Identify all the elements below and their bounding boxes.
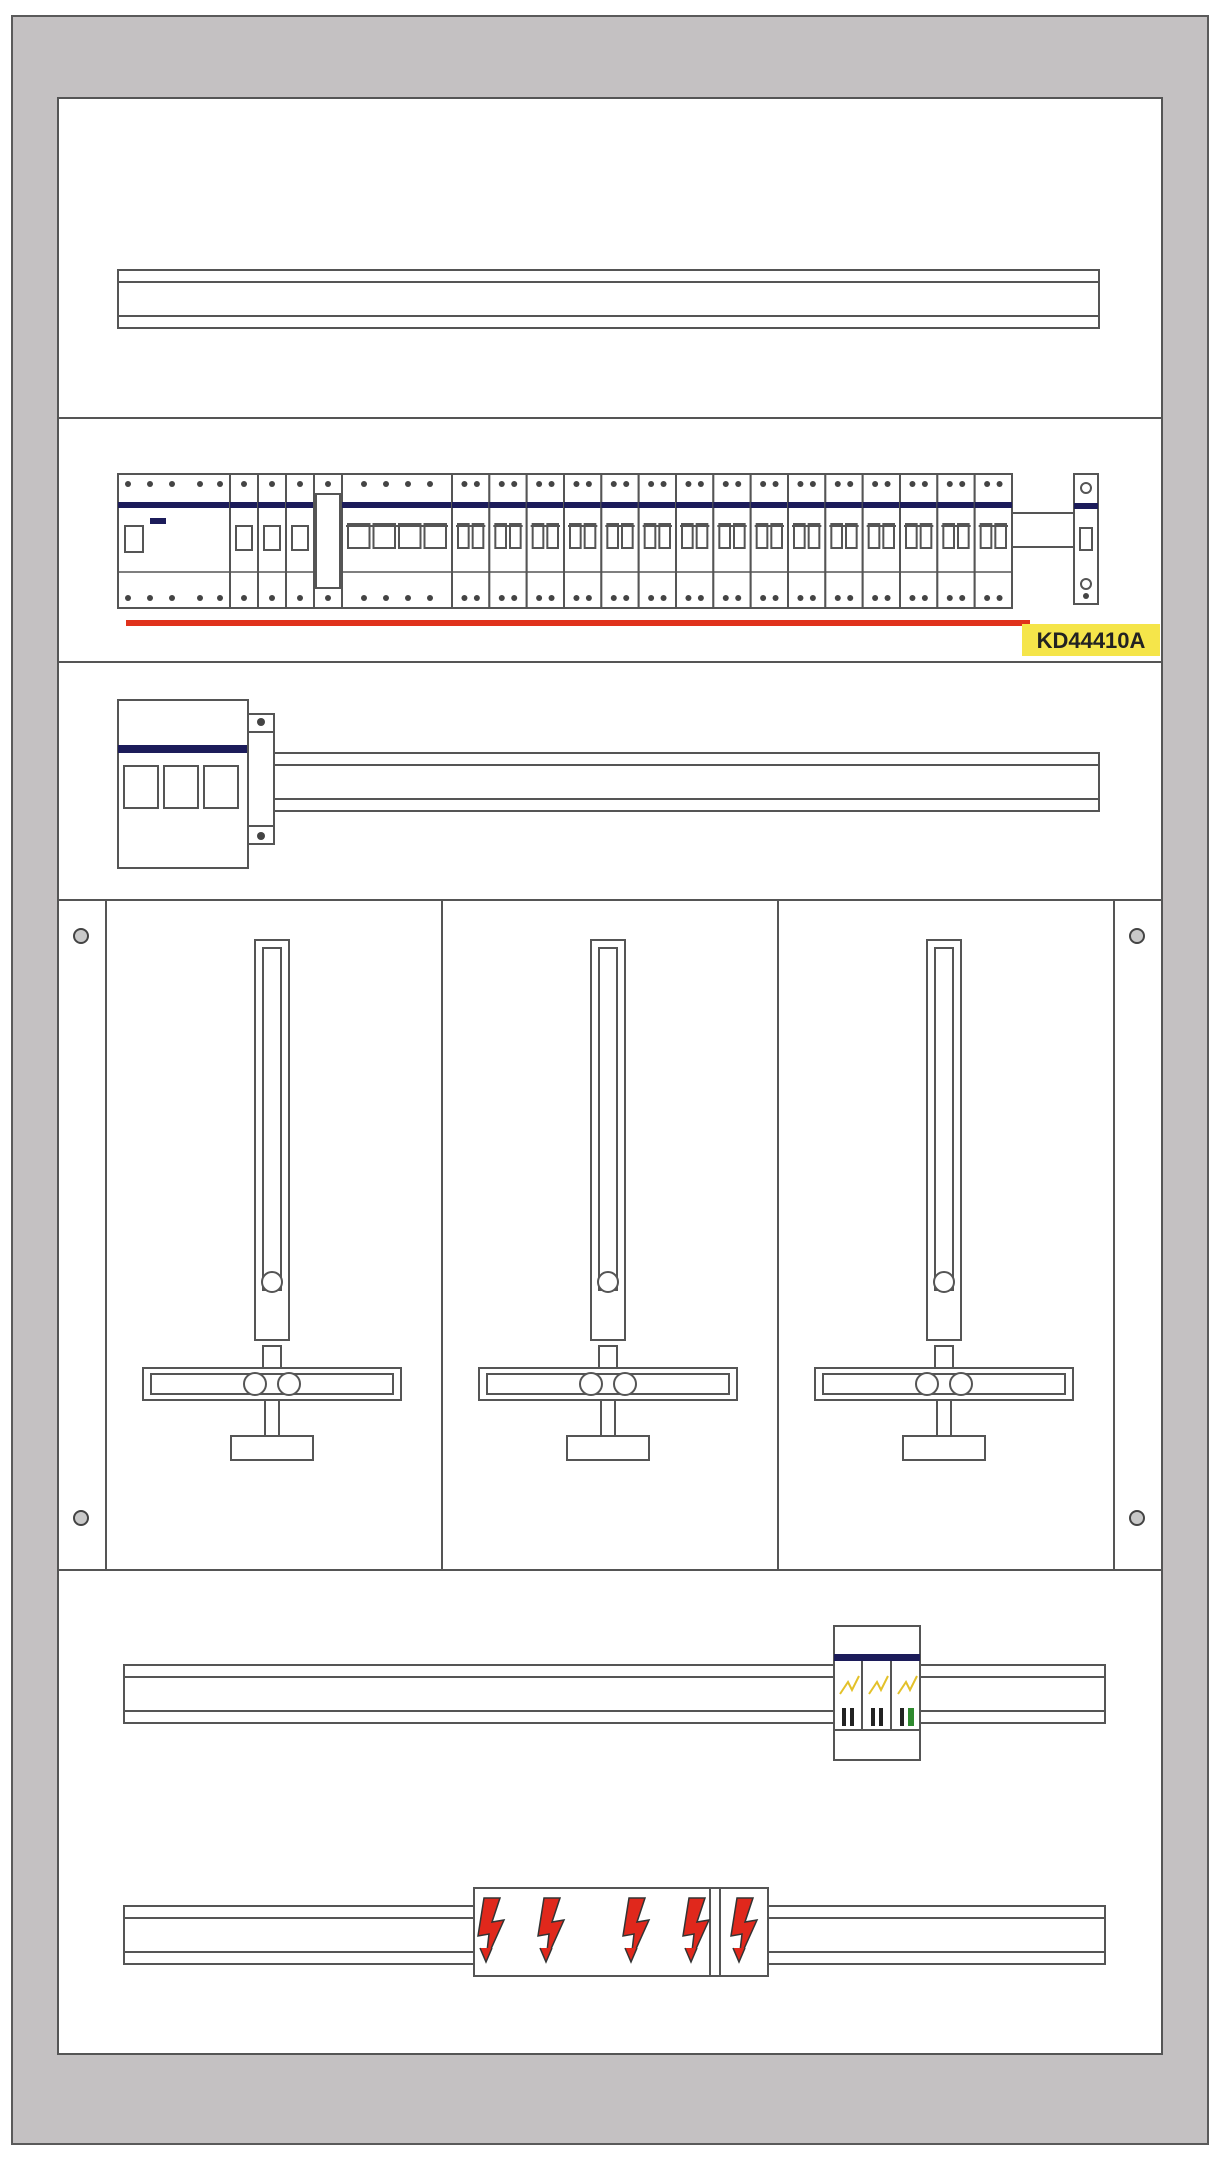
- meter-mounts: [142, 939, 1074, 1461]
- breaker-module: [525, 473, 566, 609]
- breaker-module: [488, 473, 528, 609]
- breaker-module: [637, 473, 678, 609]
- breaker-module: [712, 473, 752, 609]
- single-pole-breaker: [285, 473, 315, 609]
- single-pole-breaker: [257, 473, 287, 609]
- spd-indicators: [842, 1708, 914, 1726]
- meter-section-frame: [105, 900, 1115, 1570]
- meter-mount: [814, 939, 1074, 1461]
- spd-rail-section: [123, 1625, 1106, 1761]
- separator-module: [313, 473, 343, 609]
- breaker-module: [824, 473, 864, 609]
- high-voltage-warning-icon: [477, 1897, 506, 1964]
- breaker-row-section: KD44410A: [117, 473, 1160, 656]
- top-empty-rail-section: [117, 269, 1100, 329]
- breaker-module: [973, 473, 1014, 609]
- breaker-module: [936, 473, 976, 609]
- rcd-module: [117, 473, 231, 609]
- breaker-module: [341, 473, 453, 609]
- warning-symbols: [477, 1897, 759, 1964]
- article-label: KD44410A: [1037, 628, 1146, 653]
- main-switch: [117, 699, 275, 869]
- spd-rail: [123, 1664, 1106, 1724]
- meter-section: [73, 900, 1145, 1570]
- breaker-row: [117, 473, 1014, 609]
- high-voltage-warning-icon: [730, 1897, 759, 1964]
- breaker-module: [899, 473, 939, 609]
- main-switch-section: [117, 699, 1100, 869]
- meter-mount: [478, 939, 738, 1461]
- breaker-module: [451, 473, 491, 609]
- breaker-module: [749, 473, 790, 609]
- mounting-screws: [73, 928, 1145, 1526]
- section-dividers: [58, 417, 1162, 1571]
- meter-mount: [142, 939, 402, 1461]
- breaker-module: [861, 473, 902, 609]
- end-terminal: [1073, 473, 1099, 605]
- spd-lightning-icons: [839, 1675, 918, 1695]
- warning-terminal-block: [473, 1887, 769, 1977]
- busbar-red-line: [126, 620, 1030, 626]
- high-voltage-warning-icon: [682, 1897, 711, 1964]
- breaker-module: [675, 473, 715, 609]
- din-rail: [117, 269, 1100, 329]
- single-pole-breaker: [229, 473, 259, 609]
- breaker-module: [563, 473, 603, 609]
- breaker-module: [600, 473, 640, 609]
- high-voltage-warning-icon: [537, 1897, 566, 1964]
- article-label-background: [1022, 624, 1160, 656]
- terminal-rail-section: [123, 1887, 1106, 1977]
- surge-protector: [833, 1625, 921, 1761]
- high-voltage-warning-icon: [622, 1897, 651, 1964]
- breaker-module: [787, 473, 827, 609]
